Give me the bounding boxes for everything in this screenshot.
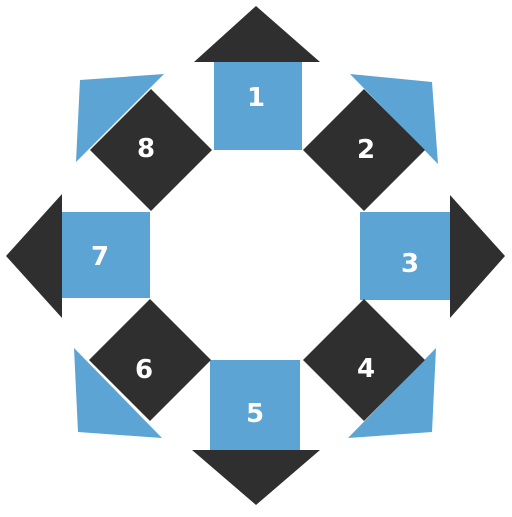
tile-5-label: 5 [246, 399, 264, 429]
tile-4-label: 4 [357, 354, 375, 384]
tile-1 [214, 62, 302, 150]
tile-5 [210, 360, 300, 450]
tile-2 [303, 89, 425, 211]
tile-4 [303, 299, 425, 421]
tile-8 [90, 89, 212, 211]
tile-8-label: 8 [137, 134, 155, 164]
tile-3 [360, 212, 450, 300]
tile-2-label: 2 [357, 135, 375, 165]
tile-7-label: 7 [91, 242, 109, 272]
arrow-up-left [76, 74, 164, 162]
tile-6-label: 6 [135, 355, 153, 385]
arrow-up [194, 6, 320, 62]
arrow-down [192, 450, 320, 505]
arrow-right [450, 195, 505, 318]
tile-6 [89, 299, 211, 421]
tile-1-label: 1 [247, 83, 265, 113]
arrow-left [6, 194, 62, 318]
tile-3-label: 3 [401, 249, 419, 279]
arrow-down-left [74, 348, 162, 438]
tile-7 [62, 212, 150, 298]
